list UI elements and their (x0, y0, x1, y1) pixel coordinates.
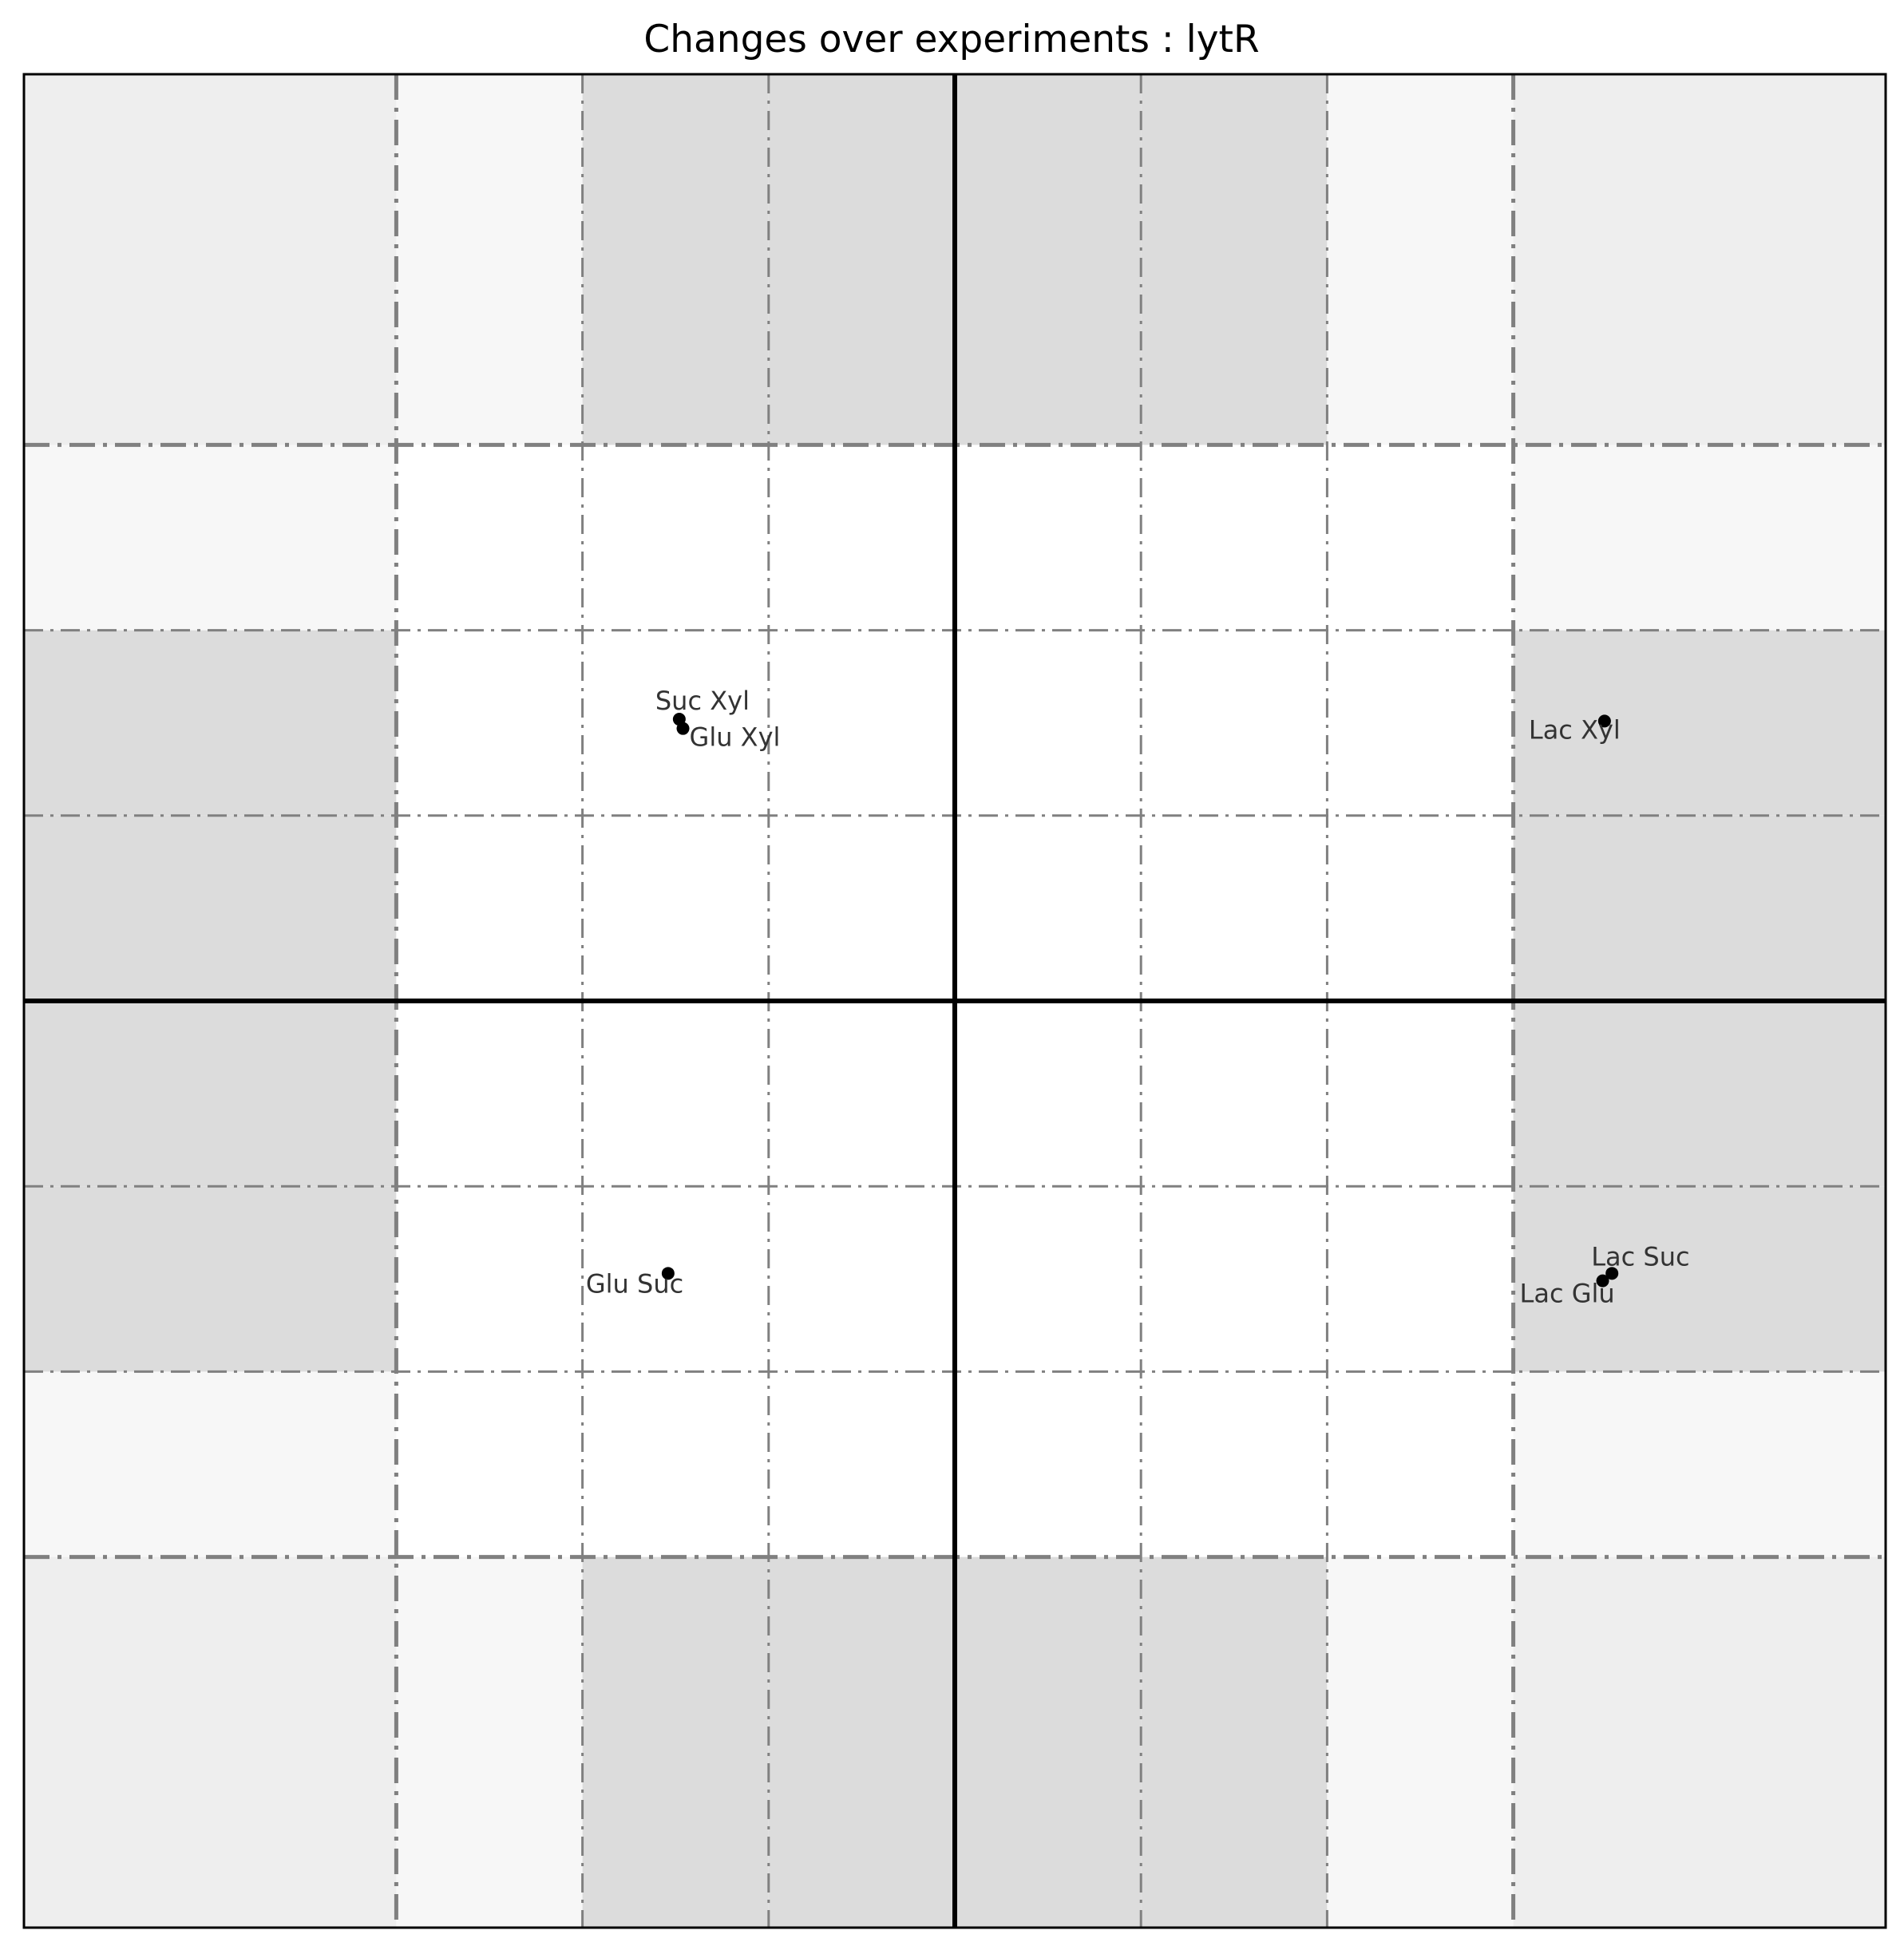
zone-5-5 (1141, 630, 1328, 816)
zone-1-7 (396, 74, 583, 445)
point-lac-xyl (1597, 714, 1611, 728)
zone-6-6 (1327, 445, 1514, 631)
zone-4-6 (955, 445, 1142, 631)
zone-6-3 (1327, 1001, 1514, 1187)
zone-3-2 (768, 1186, 955, 1372)
point-glu-xyl (676, 722, 690, 735)
zone-1-6 (396, 445, 583, 631)
zone-2-7 (582, 74, 769, 445)
zone-6-1 (1327, 1371, 1514, 1557)
zone-1-5 (396, 630, 583, 816)
zone-1-1 (396, 1371, 583, 1557)
zone-1-2 (396, 1186, 583, 1372)
point-label-glu-suc: Glu Suc (586, 1268, 683, 1299)
zone-5-6 (1141, 445, 1328, 631)
zone-3-6 (768, 445, 955, 631)
zone-7-5 (1513, 630, 1886, 816)
zone-3-5 (768, 630, 955, 816)
zone-2-1 (582, 1371, 769, 1557)
zone-6-2 (1327, 1186, 1514, 1372)
zone-7-2 (1513, 1186, 1886, 1372)
zone-4-5 (955, 630, 1142, 816)
point-lac-glu (1596, 1274, 1609, 1287)
zone-0-7 (24, 74, 397, 445)
zone-4-4 (955, 815, 1142, 1001)
zone-5-1 (1141, 1371, 1328, 1557)
zone-6-7 (1327, 74, 1514, 445)
zone-5-0 (1141, 1556, 1328, 1928)
zone-1-0 (396, 1556, 583, 1928)
zone-5-2 (1141, 1186, 1328, 1372)
point-lac-suc (1605, 1267, 1619, 1280)
point-label-lac-glu: Lac Glu (1520, 1279, 1615, 1309)
zone-5-7 (1141, 74, 1328, 445)
zone-7-4 (1513, 815, 1886, 1001)
zone-6-5 (1327, 630, 1514, 816)
zone-2-6 (582, 445, 769, 631)
zone-2-2 (582, 1186, 769, 1372)
zone-1-4 (396, 815, 583, 1001)
zone-6-0 (1327, 1556, 1514, 1928)
zone-4-3 (955, 1001, 1142, 1187)
zone-6-4 (1327, 815, 1514, 1001)
zone-0-4 (24, 815, 397, 1001)
zone-7-1 (1513, 1371, 1886, 1557)
zone-0-2 (24, 1186, 397, 1372)
point-label-lac-xyl: Lac Xyl (1529, 714, 1621, 745)
zone-4-2 (955, 1186, 1142, 1372)
zone-4-7 (955, 74, 1142, 445)
zone-3-0 (768, 1556, 955, 1928)
zone-7-0 (1513, 1556, 1886, 1928)
zone-1-3 (396, 1001, 583, 1187)
zone-0-1 (24, 1371, 397, 1557)
chart-title: Changes over experiments : lytR (643, 18, 1259, 61)
zone-2-3 (582, 1001, 769, 1187)
zone-0-3 (24, 1001, 397, 1187)
zone-5-4 (1141, 815, 1328, 1001)
zone-7-6 (1513, 445, 1886, 631)
plot-frame (22, 73, 1887, 1929)
zone-5-3 (1141, 1001, 1328, 1187)
zone-0-5 (24, 630, 397, 816)
point-label-glu-xyl: Glu Xyl (690, 722, 781, 753)
point-label-suc-xyl: Suc Xyl (655, 686, 750, 716)
zone-3-3 (768, 1001, 955, 1187)
zone-0-0 (24, 1556, 397, 1928)
zone-2-0 (582, 1556, 769, 1928)
zone-3-7 (768, 74, 955, 445)
zone-7-7 (1513, 74, 1886, 445)
zone-0-6 (24, 445, 397, 631)
point-label-lac-suc: Lac Suc (1591, 1241, 1689, 1272)
zone-4-0 (955, 1556, 1142, 1928)
zone-2-4 (582, 815, 769, 1001)
zone-3-1 (768, 1371, 955, 1557)
zone-3-4 (768, 815, 955, 1001)
zone-7-3 (1513, 1001, 1886, 1187)
zone-4-1 (955, 1371, 1142, 1557)
point-glu-suc (661, 1267, 675, 1280)
